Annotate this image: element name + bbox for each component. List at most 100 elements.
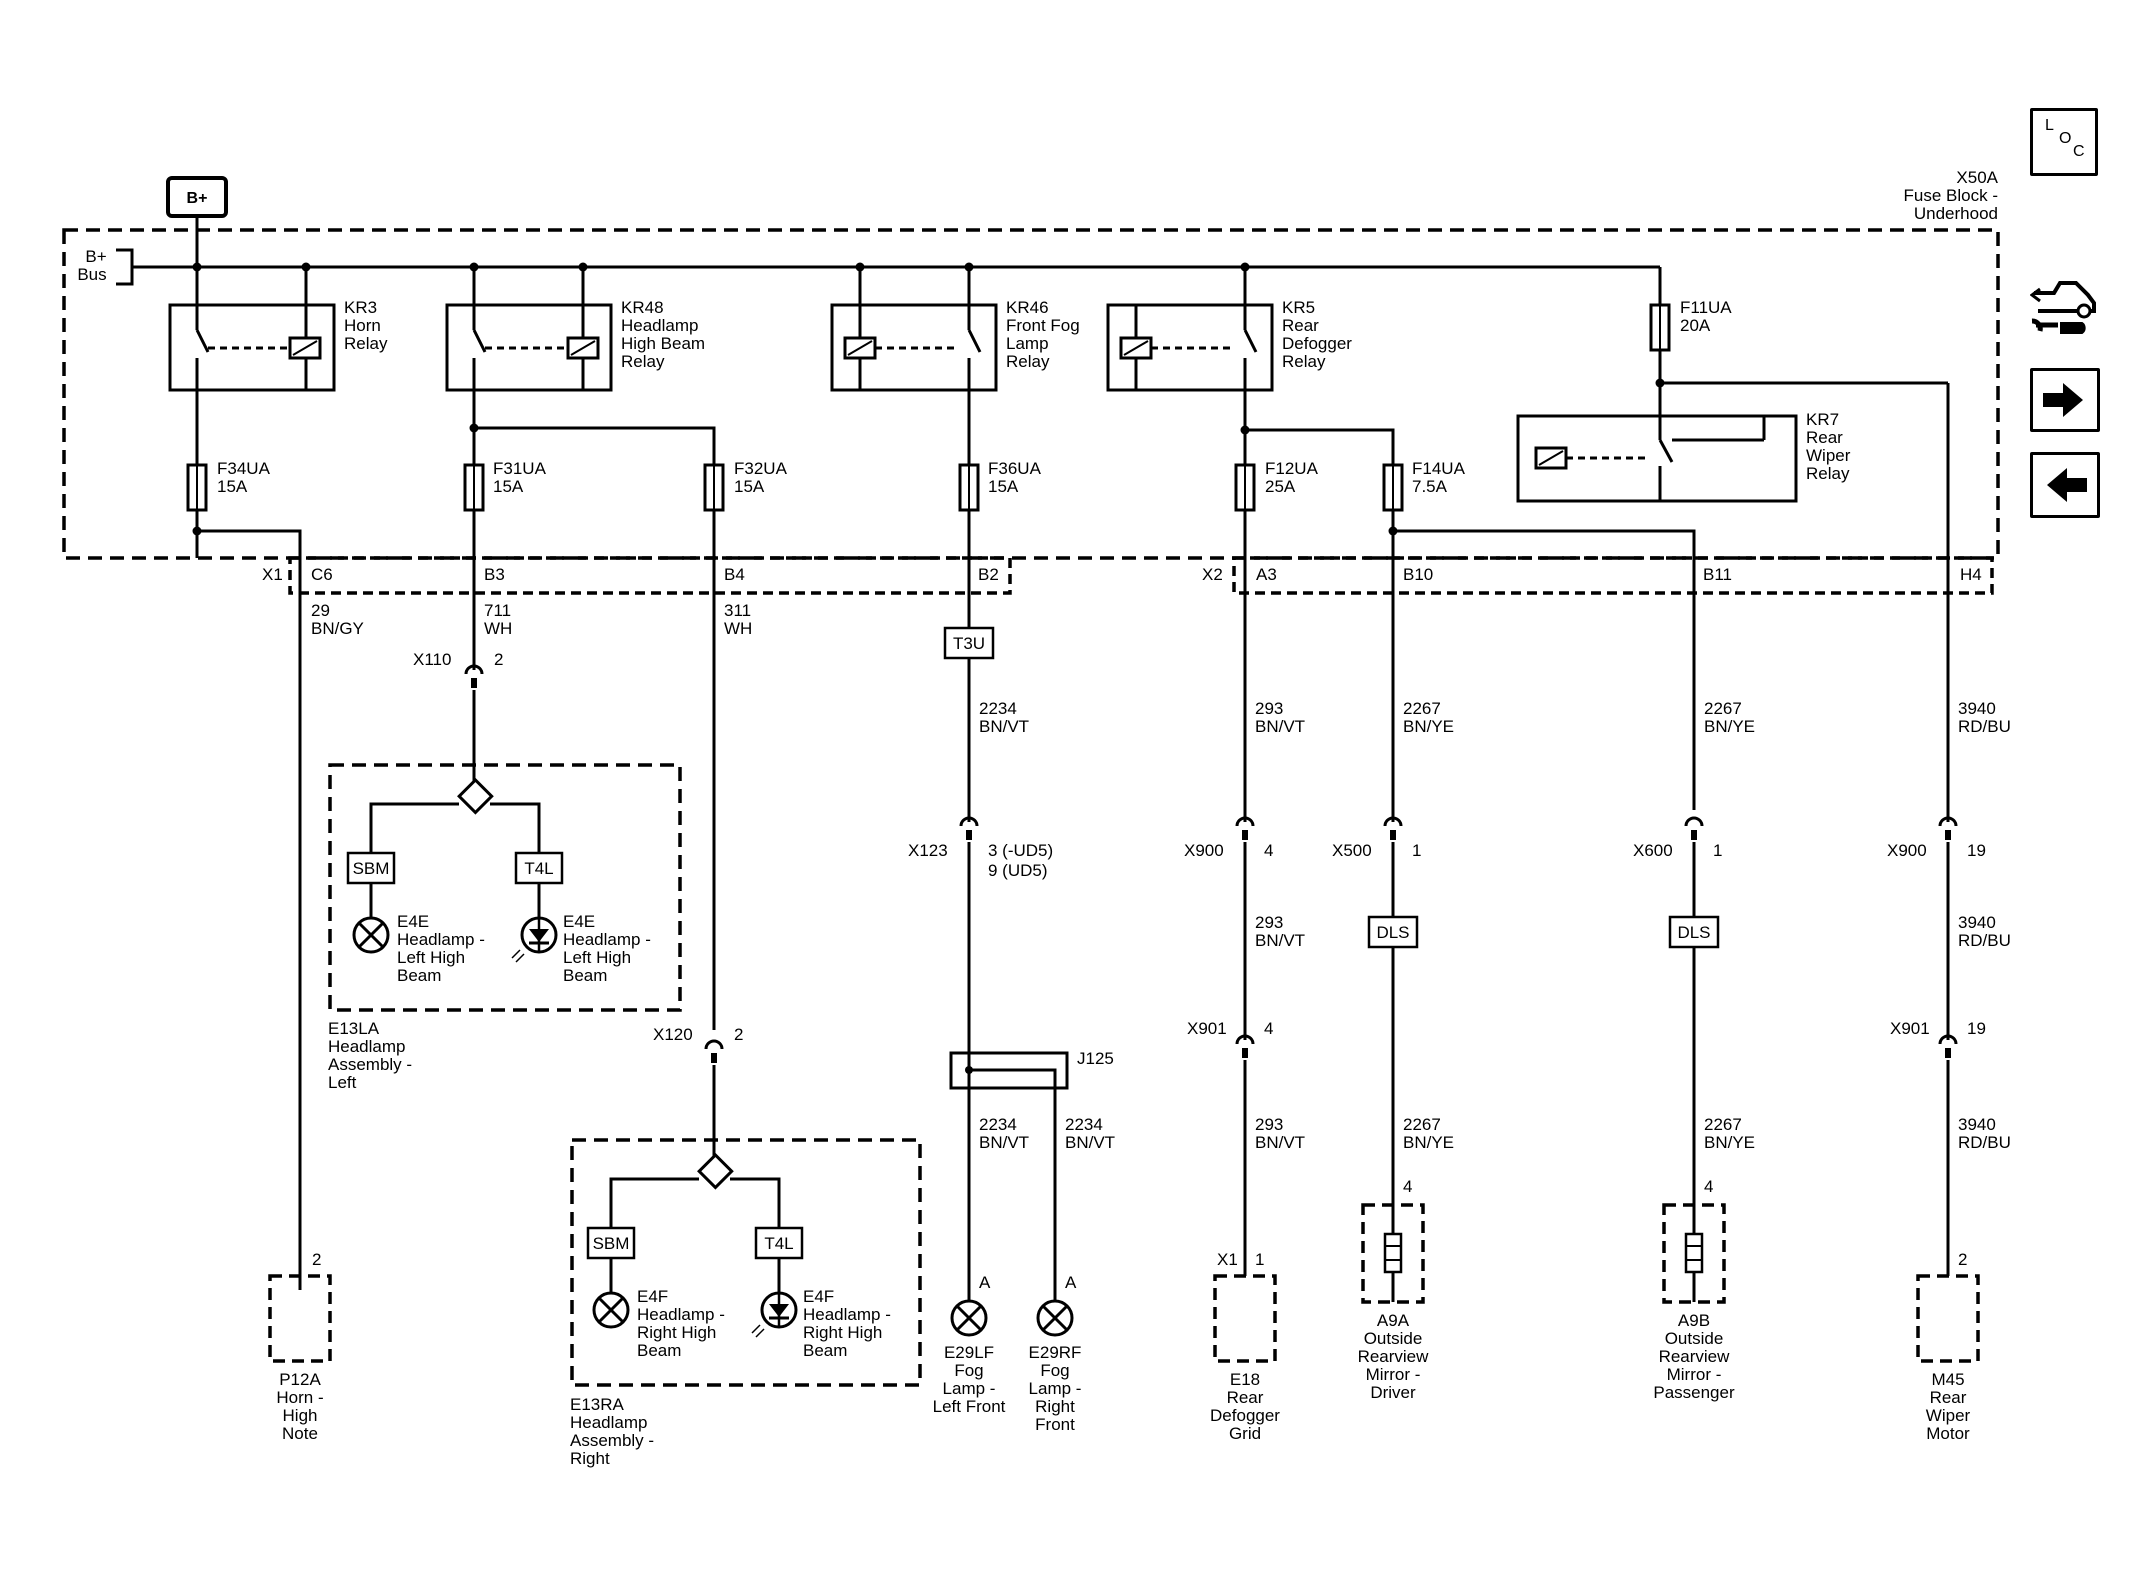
- svg-text:293: 293: [1255, 913, 1283, 932]
- svg-text:RD/BU: RD/BU: [1958, 1133, 2011, 1152]
- svg-text:Left: Left: [328, 1073, 357, 1092]
- b-plus-source: B+: [166, 176, 228, 218]
- svg-text:P12A: P12A: [279, 1370, 321, 1389]
- svg-text:Right: Right: [570, 1449, 610, 1468]
- inline-connector-x900-b: X900 19: [1887, 816, 1986, 860]
- svg-text:Lamp: Lamp: [1006, 334, 1049, 353]
- svg-text:2267: 2267: [1704, 699, 1742, 718]
- svg-text:Rear: Rear: [1806, 428, 1843, 447]
- svg-text:Outside: Outside: [1665, 1329, 1724, 1348]
- wire-3940-top-label: 3940 RD/BU: [1958, 699, 2011, 736]
- svg-text:DLS: DLS: [1677, 923, 1710, 942]
- svg-text:KR5: KR5: [1282, 298, 1315, 317]
- svg-text:Lamp -: Lamp -: [943, 1379, 996, 1398]
- relay-kr5-label: KR5 Rear Defogger Relay: [1282, 298, 1352, 371]
- svg-text:Defogger: Defogger: [1282, 334, 1352, 353]
- svg-text:E4E: E4E: [397, 912, 429, 931]
- location-icon-l: L: [2045, 117, 2054, 134]
- inline-connector-x110: X110 2: [413, 650, 503, 690]
- svg-text:X500: X500: [1332, 841, 1372, 860]
- next-page-button[interactable]: [2030, 368, 2100, 432]
- fuse-f11ua-rating: 20A: [1680, 316, 1711, 335]
- svg-text:T4L: T4L: [524, 859, 553, 878]
- svg-text:9 (UD5): 9 (UD5): [988, 861, 1048, 880]
- headlamp-left-lamp2-label: E4E Headlamp - Left High Beam: [563, 912, 651, 985]
- inline-connector-x120: X120 2: [653, 1025, 743, 1065]
- svg-text:Beam: Beam: [563, 966, 607, 985]
- fuse-f14ua: [1382, 463, 1404, 512]
- fuse-f12ua: [1234, 463, 1256, 512]
- fuse-f31ua-label: F31UA: [493, 459, 547, 478]
- svg-text:3940: 3940: [1958, 913, 1996, 932]
- wire-293-bottom-label: 293 BN/VT: [1255, 1115, 1305, 1152]
- svg-text:Rearview: Rearview: [1358, 1347, 1430, 1366]
- vehicle-service-icon[interactable]: [2029, 275, 2098, 345]
- svg-text:Passenger: Passenger: [1653, 1383, 1735, 1402]
- svg-text:Relay: Relay: [344, 334, 388, 353]
- block-dls-driver: DLS: [1367, 915, 1419, 949]
- inline-connector-x901-a: X901 4: [1187, 1019, 1273, 1060]
- component-e18: X1 1 E18 Rear Defogger Grid: [1210, 1250, 1280, 1443]
- svg-text:BN/YE: BN/YE: [1403, 717, 1454, 736]
- svg-text:BN/VT: BN/VT: [979, 717, 1029, 736]
- svg-text:BN/YE: BN/YE: [1403, 1133, 1454, 1152]
- fuse-f12ua-label: F12UA: [1265, 459, 1319, 478]
- svg-text:SBM: SBM: [353, 859, 390, 878]
- svg-text:B4: B4: [724, 565, 745, 584]
- svg-text:Headlamp -: Headlamp -: [563, 930, 651, 949]
- svg-text:Beam: Beam: [803, 1341, 847, 1360]
- svg-text:Headlamp -: Headlamp -: [803, 1305, 891, 1324]
- svg-text:A9B: A9B: [1678, 1311, 1710, 1330]
- svg-text:B11: B11: [1703, 565, 1732, 584]
- fuse-f32ua: [703, 463, 725, 512]
- location-icon-c: C: [2073, 143, 2085, 160]
- svg-text:C6: C6: [311, 565, 333, 584]
- fuse-f31ua-rating: 15A: [493, 477, 524, 496]
- svg-text:Relay: Relay: [621, 352, 665, 371]
- svg-text:2: 2: [1958, 1250, 1967, 1269]
- svg-text:19: 19: [1967, 1019, 1986, 1038]
- location-button[interactable]: L O C: [2030, 108, 2098, 176]
- svg-text:Rear: Rear: [1227, 1388, 1264, 1407]
- svg-text:Fog: Fog: [1040, 1361, 1069, 1380]
- svg-text:BN/VT: BN/VT: [1255, 931, 1305, 950]
- wire-2234-top-label: 2234 BN/VT: [979, 699, 1029, 736]
- svg-text:2234: 2234: [979, 699, 1017, 718]
- svg-text:Defogger: Defogger: [1210, 1406, 1280, 1425]
- car-wrench-icon: [2029, 281, 2096, 334]
- svg-text:E4E: E4E: [563, 912, 595, 931]
- wire-2267-driver-bottom-label: 2267 BN/YE: [1403, 1115, 1454, 1152]
- svg-text:A9A: A9A: [1377, 1311, 1410, 1330]
- splice-j125: J125: [949, 1049, 1114, 1300]
- location-icon-o: O: [2059, 130, 2072, 147]
- svg-text:293: 293: [1255, 699, 1283, 718]
- wire-3940-bottom-label: 3940 RD/BU: [1958, 1115, 2011, 1152]
- svg-text:Headlamp: Headlamp: [570, 1413, 648, 1432]
- svg-text:Lamp -: Lamp -: [1029, 1379, 1082, 1398]
- previous-page-button[interactable]: [2030, 452, 2100, 518]
- svg-text:Front Fog: Front Fog: [1006, 316, 1080, 335]
- svg-text:E18: E18: [1230, 1370, 1260, 1389]
- svg-text:KR48: KR48: [621, 298, 664, 317]
- svg-text:BN/VT: BN/VT: [1255, 717, 1305, 736]
- headlamp-left-lamp1-label: E4E Headlamp - Left High Beam: [397, 912, 485, 985]
- svg-text:Relay: Relay: [1282, 352, 1326, 371]
- svg-text:Left Front: Left Front: [933, 1397, 1006, 1416]
- svg-text:1: 1: [1412, 841, 1421, 860]
- fuse-f36ua-label: F36UA: [988, 459, 1042, 478]
- svg-text:X120: X120: [653, 1025, 693, 1044]
- svg-text:High: High: [283, 1406, 318, 1425]
- svg-text:Assembly -: Assembly -: [328, 1055, 412, 1074]
- svg-text:RD/BU: RD/BU: [1958, 931, 2011, 950]
- svg-text:2267: 2267: [1403, 1115, 1441, 1134]
- svg-text:A3: A3: [1256, 565, 1277, 584]
- svg-text:Headlamp -: Headlamp -: [397, 930, 485, 949]
- fuse-f12ua-rating: 25A: [1265, 477, 1296, 496]
- fuse-block-border: [62, 228, 2000, 560]
- svg-text:BN/GY: BN/GY: [311, 619, 364, 638]
- svg-text:Outside: Outside: [1364, 1329, 1423, 1348]
- svg-text:Underhood: Underhood: [1914, 204, 1998, 223]
- svg-text:Horn -: Horn -: [276, 1388, 323, 1407]
- svg-text:711: 711: [484, 601, 511, 620]
